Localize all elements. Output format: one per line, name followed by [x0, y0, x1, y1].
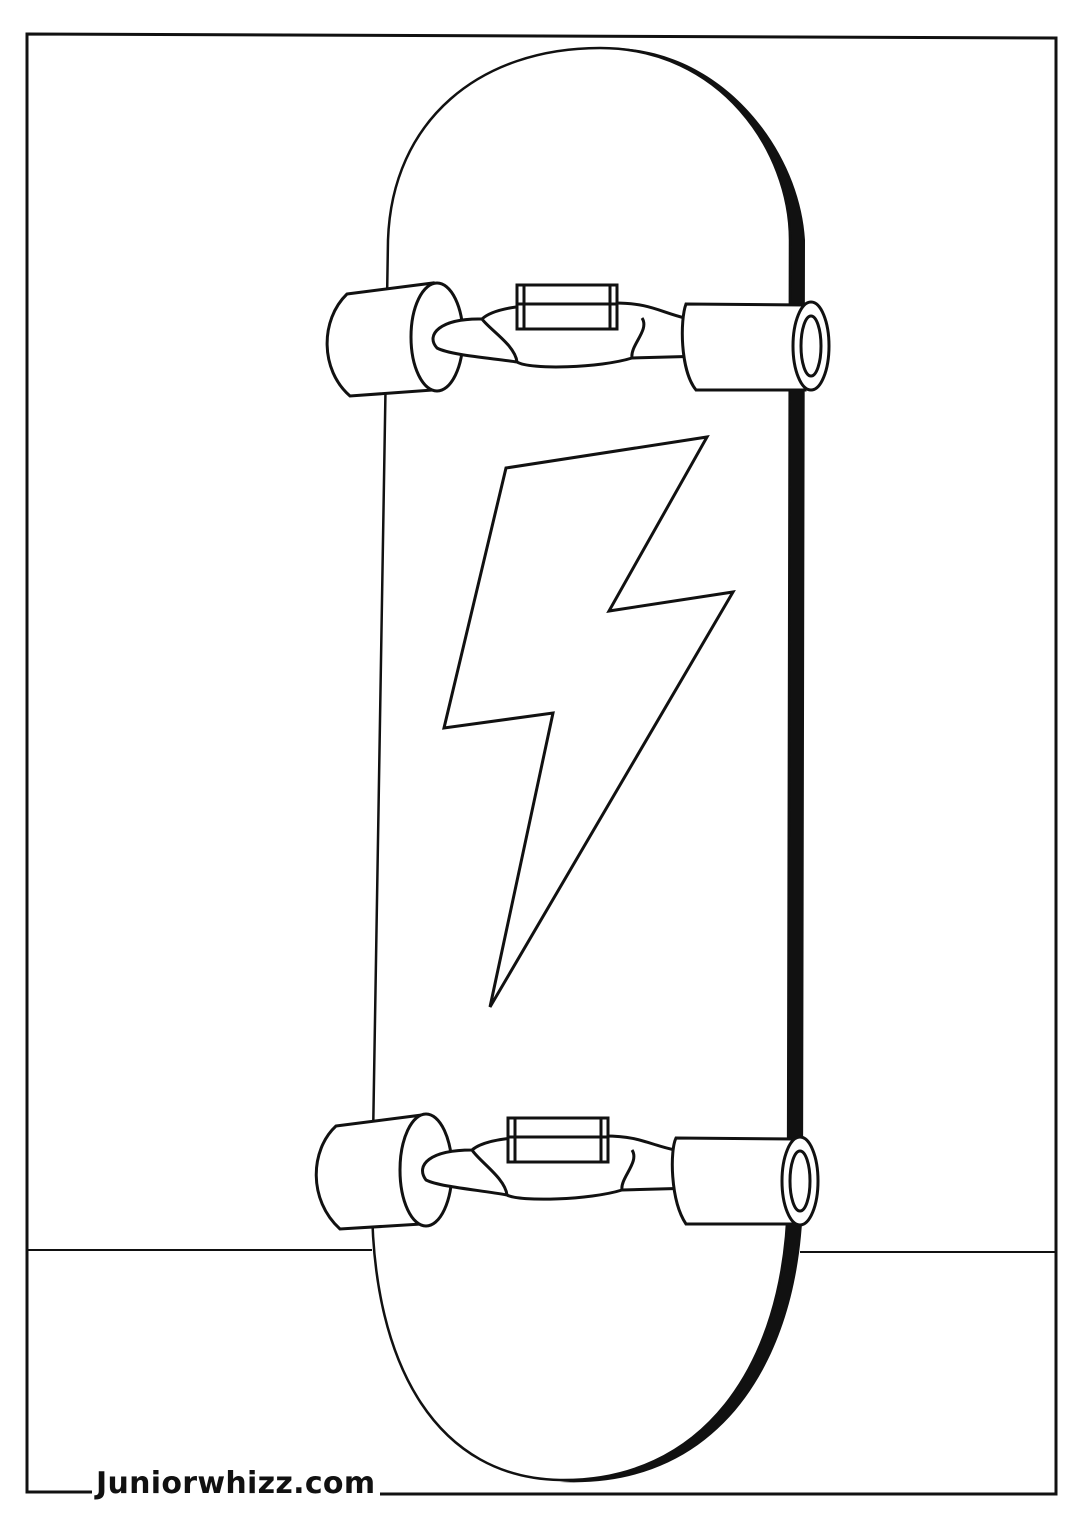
lightning-bolt-icon: [442, 435, 736, 1008]
page-frame: [25, 32, 1058, 1496]
top-truck: [325, 281, 831, 398]
brand-watermark: Juniorwhizz.com: [92, 1469, 380, 1499]
floor-line: [27, 1249, 1056, 1253]
bottom-truck: [314, 1112, 820, 1231]
